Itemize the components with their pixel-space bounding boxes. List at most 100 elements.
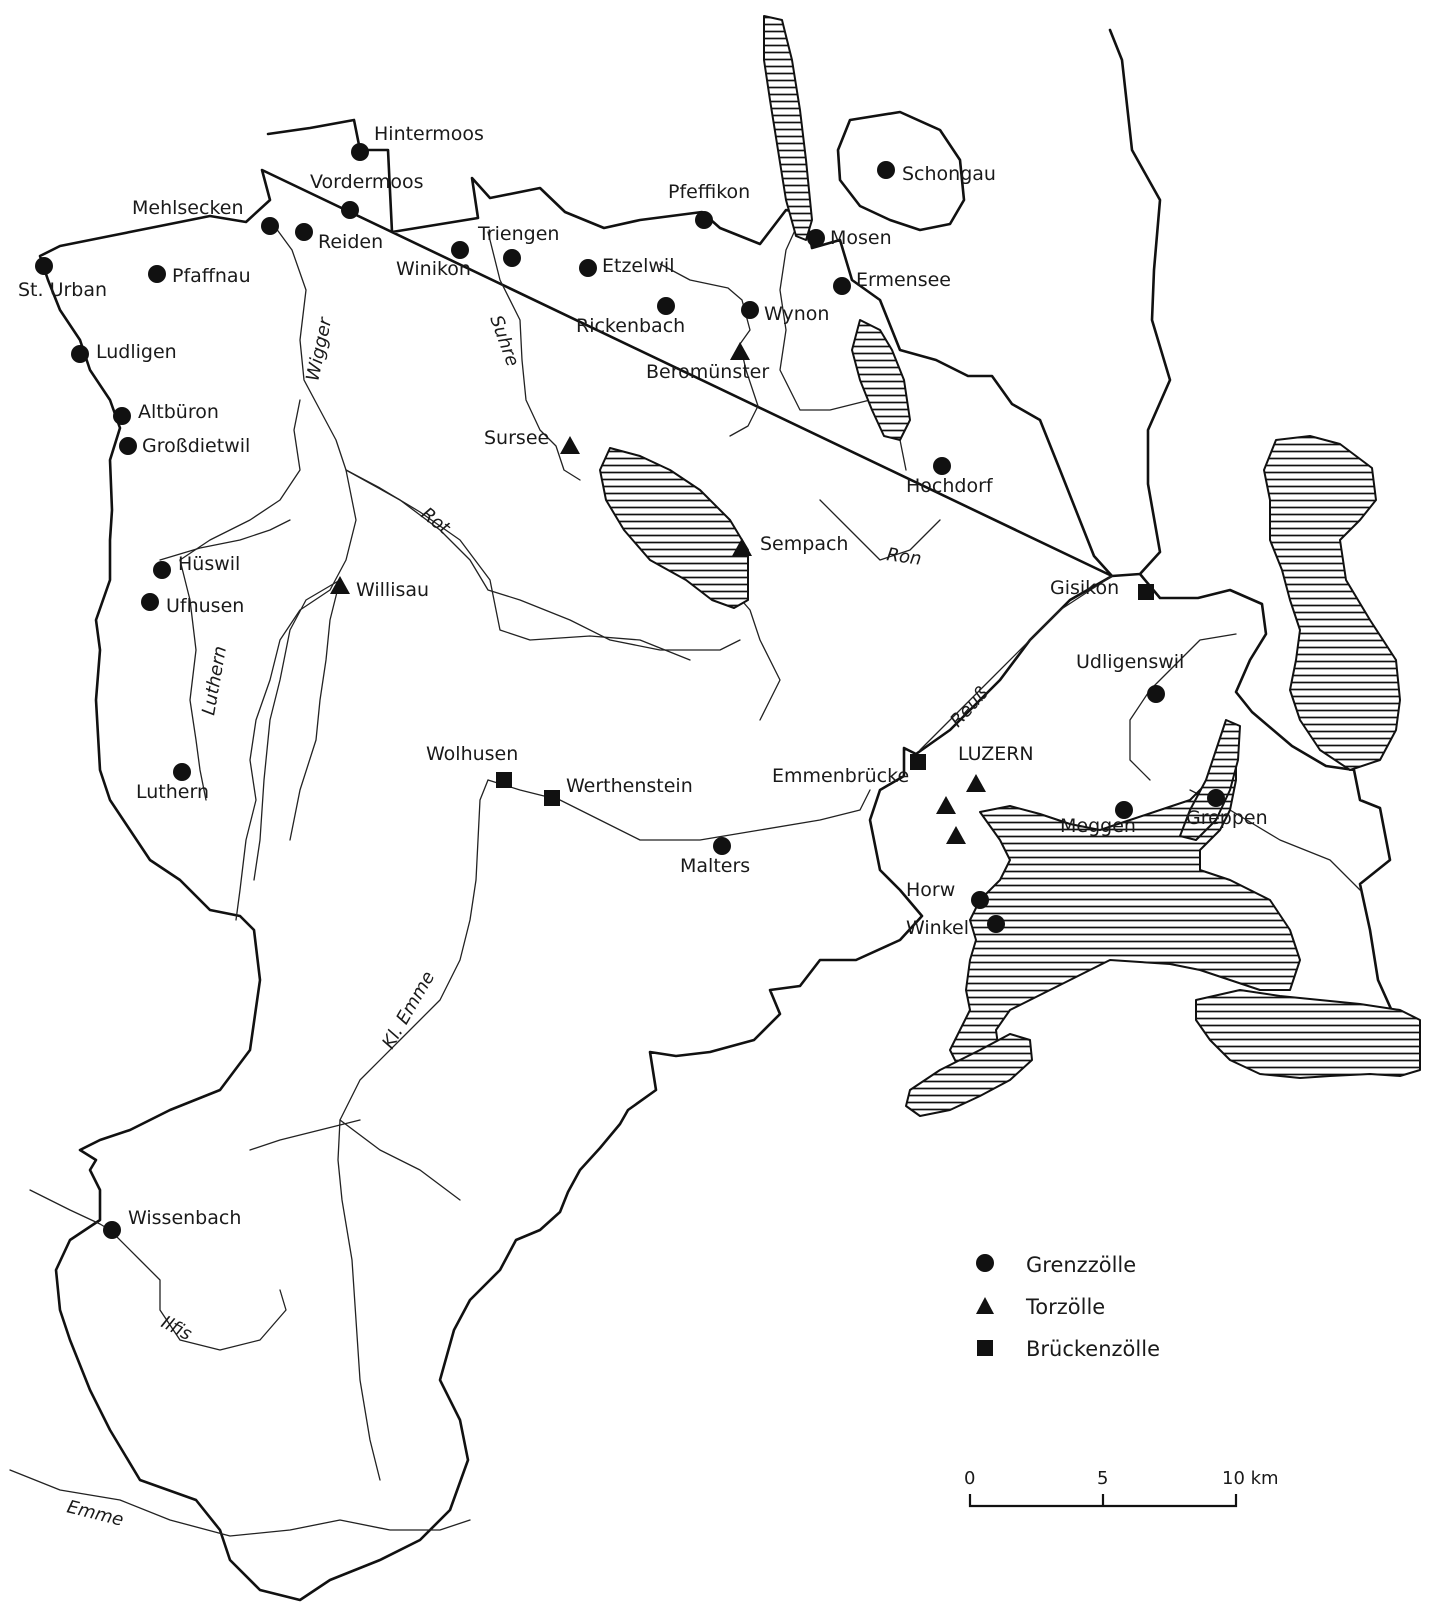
river-luthern [179, 559, 207, 801]
hueswil-marker-icon [153, 561, 171, 579]
place-label-horw: Horw [906, 879, 955, 901]
werthenstein-marker-icon [544, 790, 560, 806]
scale-tick-5: 5 [1097, 1468, 1108, 1489]
luzern-marker-icon [966, 774, 986, 792]
river-wyna [659, 263, 759, 437]
place-label-etzelwil: Etzelwil [602, 255, 675, 277]
lake-hallwil [763, 15, 813, 241]
pfeffikon-marker-icon [695, 211, 713, 229]
scale-tick-10: 10 km [1222, 1468, 1279, 1489]
legend-circle-icon [976, 1254, 994, 1272]
greppen-marker-icon [1207, 789, 1225, 807]
place-label-st-urban: St. Urban [18, 279, 107, 301]
schongau-border [836, 110, 966, 232]
ufhusen-marker-icon [141, 593, 159, 611]
place-label-luthern: Luthern [136, 781, 209, 803]
river-kl-emme [337, 779, 489, 1481]
river-sempach-out [723, 579, 781, 721]
place-label-grossdietwil: Großdietwil [142, 435, 250, 457]
hintermoos-marker-icon [351, 143, 369, 161]
gisikon-marker-icon [1138, 584, 1154, 600]
river-label-wigger: Wigger [302, 314, 336, 383]
river-ron [819, 499, 941, 561]
beromuenster-marker-icon [730, 342, 750, 360]
place-label-mosen: Mosen [830, 227, 892, 249]
river-label-suhre: Suhre [485, 313, 523, 370]
place-label-altbueron: Altbüron [138, 401, 219, 423]
winikon-marker-icon [451, 241, 469, 259]
place-label-hochdorf: Hochdorf [906, 475, 994, 497]
luzern-extra-marker-icon [936, 796, 956, 814]
canton-border [38, 28, 1398, 1602]
luthern-marker-icon [173, 763, 191, 781]
place-label-udligenswil: Udligenswil [1076, 651, 1184, 673]
vordermoos-marker-icon [341, 201, 359, 219]
place-label-wissenbach: Wissenbach [128, 1207, 241, 1229]
place-label-pfaffnau: Pfaffnau [172, 265, 251, 287]
river-main-emme [487, 779, 871, 841]
place-label-winkel: Winkel [906, 917, 969, 939]
lake-lucerne-east [1195, 989, 1421, 1079]
legend-label-tor: Torzölle [1025, 1295, 1105, 1319]
place-label-hintermoos: Hintermoos [374, 123, 484, 145]
luzern-extra-marker-icon [946, 826, 966, 844]
place-label-winikon: Winikon [396, 258, 471, 280]
place-label-meggen: Meggen [1060, 815, 1136, 837]
place-label-reiden: Reiden [318, 231, 383, 253]
lake-alpnach [905, 1033, 1033, 1117]
river-suhre [487, 231, 581, 481]
willisau-marker-icon [330, 576, 350, 594]
place-label-ermensee: Ermensee [856, 269, 951, 291]
mehlsecken-marker-icon [261, 217, 279, 235]
altbueron-marker-icon [113, 407, 131, 425]
place-label-pfeffikon: Pfeffikon [668, 181, 750, 203]
river-label-ron: Ron [885, 544, 923, 570]
malters-marker-icon [713, 837, 731, 855]
place-label-sempach: Sempach [760, 533, 848, 555]
st-urban-marker-icon [35, 257, 53, 275]
horw-marker-icon [971, 891, 989, 909]
pfaffnau-marker-icon [148, 265, 166, 283]
river-label-rot: Rot [417, 503, 455, 539]
place-label-ludligen: Ludligen [96, 341, 177, 363]
ermensee-marker-icon [833, 277, 851, 295]
river-hueswil [159, 519, 291, 561]
legend: Grenzzölle Torzölle Brückenzölle [976, 1253, 1160, 1361]
river-label-ilfis: Ilfis [158, 1312, 196, 1345]
place-label-malters: Malters [680, 855, 750, 877]
place-label-emmenbruecke: Emmenbrücke [772, 765, 909, 787]
reiden-marker-icon [295, 223, 313, 241]
river-label-reuss: Reuß [946, 683, 993, 731]
place-label-rickenbach: Rickenbach [576, 315, 685, 337]
winkel-marker-icon [987, 915, 1005, 933]
place-label-vordermoos: Vordermoos [310, 171, 424, 193]
lake-sempach [599, 447, 749, 609]
river-wigger [269, 219, 741, 651]
grossdietwil-marker-icon [119, 437, 137, 455]
place-label-wolhusen: Wolhusen [426, 743, 518, 765]
place-label-mehlsecken: Mehlsecken [132, 197, 244, 219]
ludligen-marker-icon [71, 345, 89, 363]
udligenswil-marker-icon [1147, 685, 1165, 703]
place-label-sursee: Sursee [484, 427, 549, 449]
lake-zug [1263, 435, 1401, 771]
place-label-luzern: LUZERN [958, 743, 1034, 765]
mosen-marker-icon [807, 229, 825, 247]
rickenbach-marker-icon [657, 297, 675, 315]
river-reuss [919, 575, 1113, 751]
river-emme [9, 1469, 471, 1537]
scale-tick-0: 0 [964, 1468, 975, 1489]
river-label-luthern: Luthern [198, 644, 231, 716]
place-label-triengen: Triengen [477, 223, 559, 245]
etzelwil-marker-icon [579, 259, 597, 277]
river-border-west [179, 399, 301, 561]
place-label-gisikon: Gisikon [1050, 577, 1119, 599]
river-wissenbach [29, 1189, 111, 1231]
river-label-emme: Emme [65, 1496, 126, 1530]
wynon-marker-icon [741, 301, 759, 319]
river-ilfis [109, 1229, 287, 1351]
